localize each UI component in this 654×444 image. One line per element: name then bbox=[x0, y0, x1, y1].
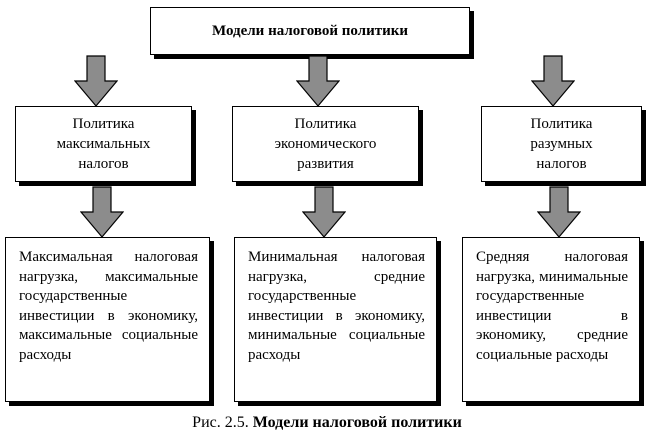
caption-prefix: Рис. 2.5. bbox=[192, 414, 249, 431]
down-arrow-icon bbox=[296, 55, 340, 107]
diagram-title-box: Модели налоговой политики bbox=[150, 7, 470, 55]
description-box-max-taxes: Максимальная налоговая нагрузка, максима… bbox=[5, 237, 210, 402]
down-arrow-icon bbox=[302, 186, 346, 238]
description-box-reasonable-taxes: Средняя налоговая нагрузка, минимальные … bbox=[462, 237, 640, 402]
down-arrow-icon bbox=[74, 55, 118, 107]
policy-label: Политика разумных налогов bbox=[530, 116, 593, 172]
policy-label: Политика максимальных налогов bbox=[56, 116, 151, 172]
diagram-title: Модели налоговой политики bbox=[211, 22, 409, 39]
down-arrow-icon bbox=[531, 55, 575, 107]
policy-box-reasonable-taxes: Политика разумных налогов bbox=[481, 106, 642, 182]
caption-title: Модели налоговой политики bbox=[252, 414, 462, 431]
figure-caption: Рис. 2.5. Модели налоговой политики bbox=[0, 414, 654, 432]
description-box-economic-development: Минимальная налоговая нагрузка, средние … bbox=[234, 237, 437, 402]
policy-box-economic-development: Политика экономического развития bbox=[232, 106, 419, 182]
description-text: Минимальная налоговая нагрузка, средние … bbox=[248, 249, 425, 363]
down-arrow-icon bbox=[537, 186, 581, 238]
policy-label: Политика экономического развития bbox=[274, 116, 377, 172]
policy-box-max-taxes: Политика максимальных налогов bbox=[15, 106, 192, 182]
down-arrow-icon bbox=[80, 186, 124, 238]
description-text: Средняя налоговая нагрузка, минимальные … bbox=[476, 249, 628, 363]
description-text: Максимальная налоговая нагрузка, максима… bbox=[19, 249, 198, 363]
